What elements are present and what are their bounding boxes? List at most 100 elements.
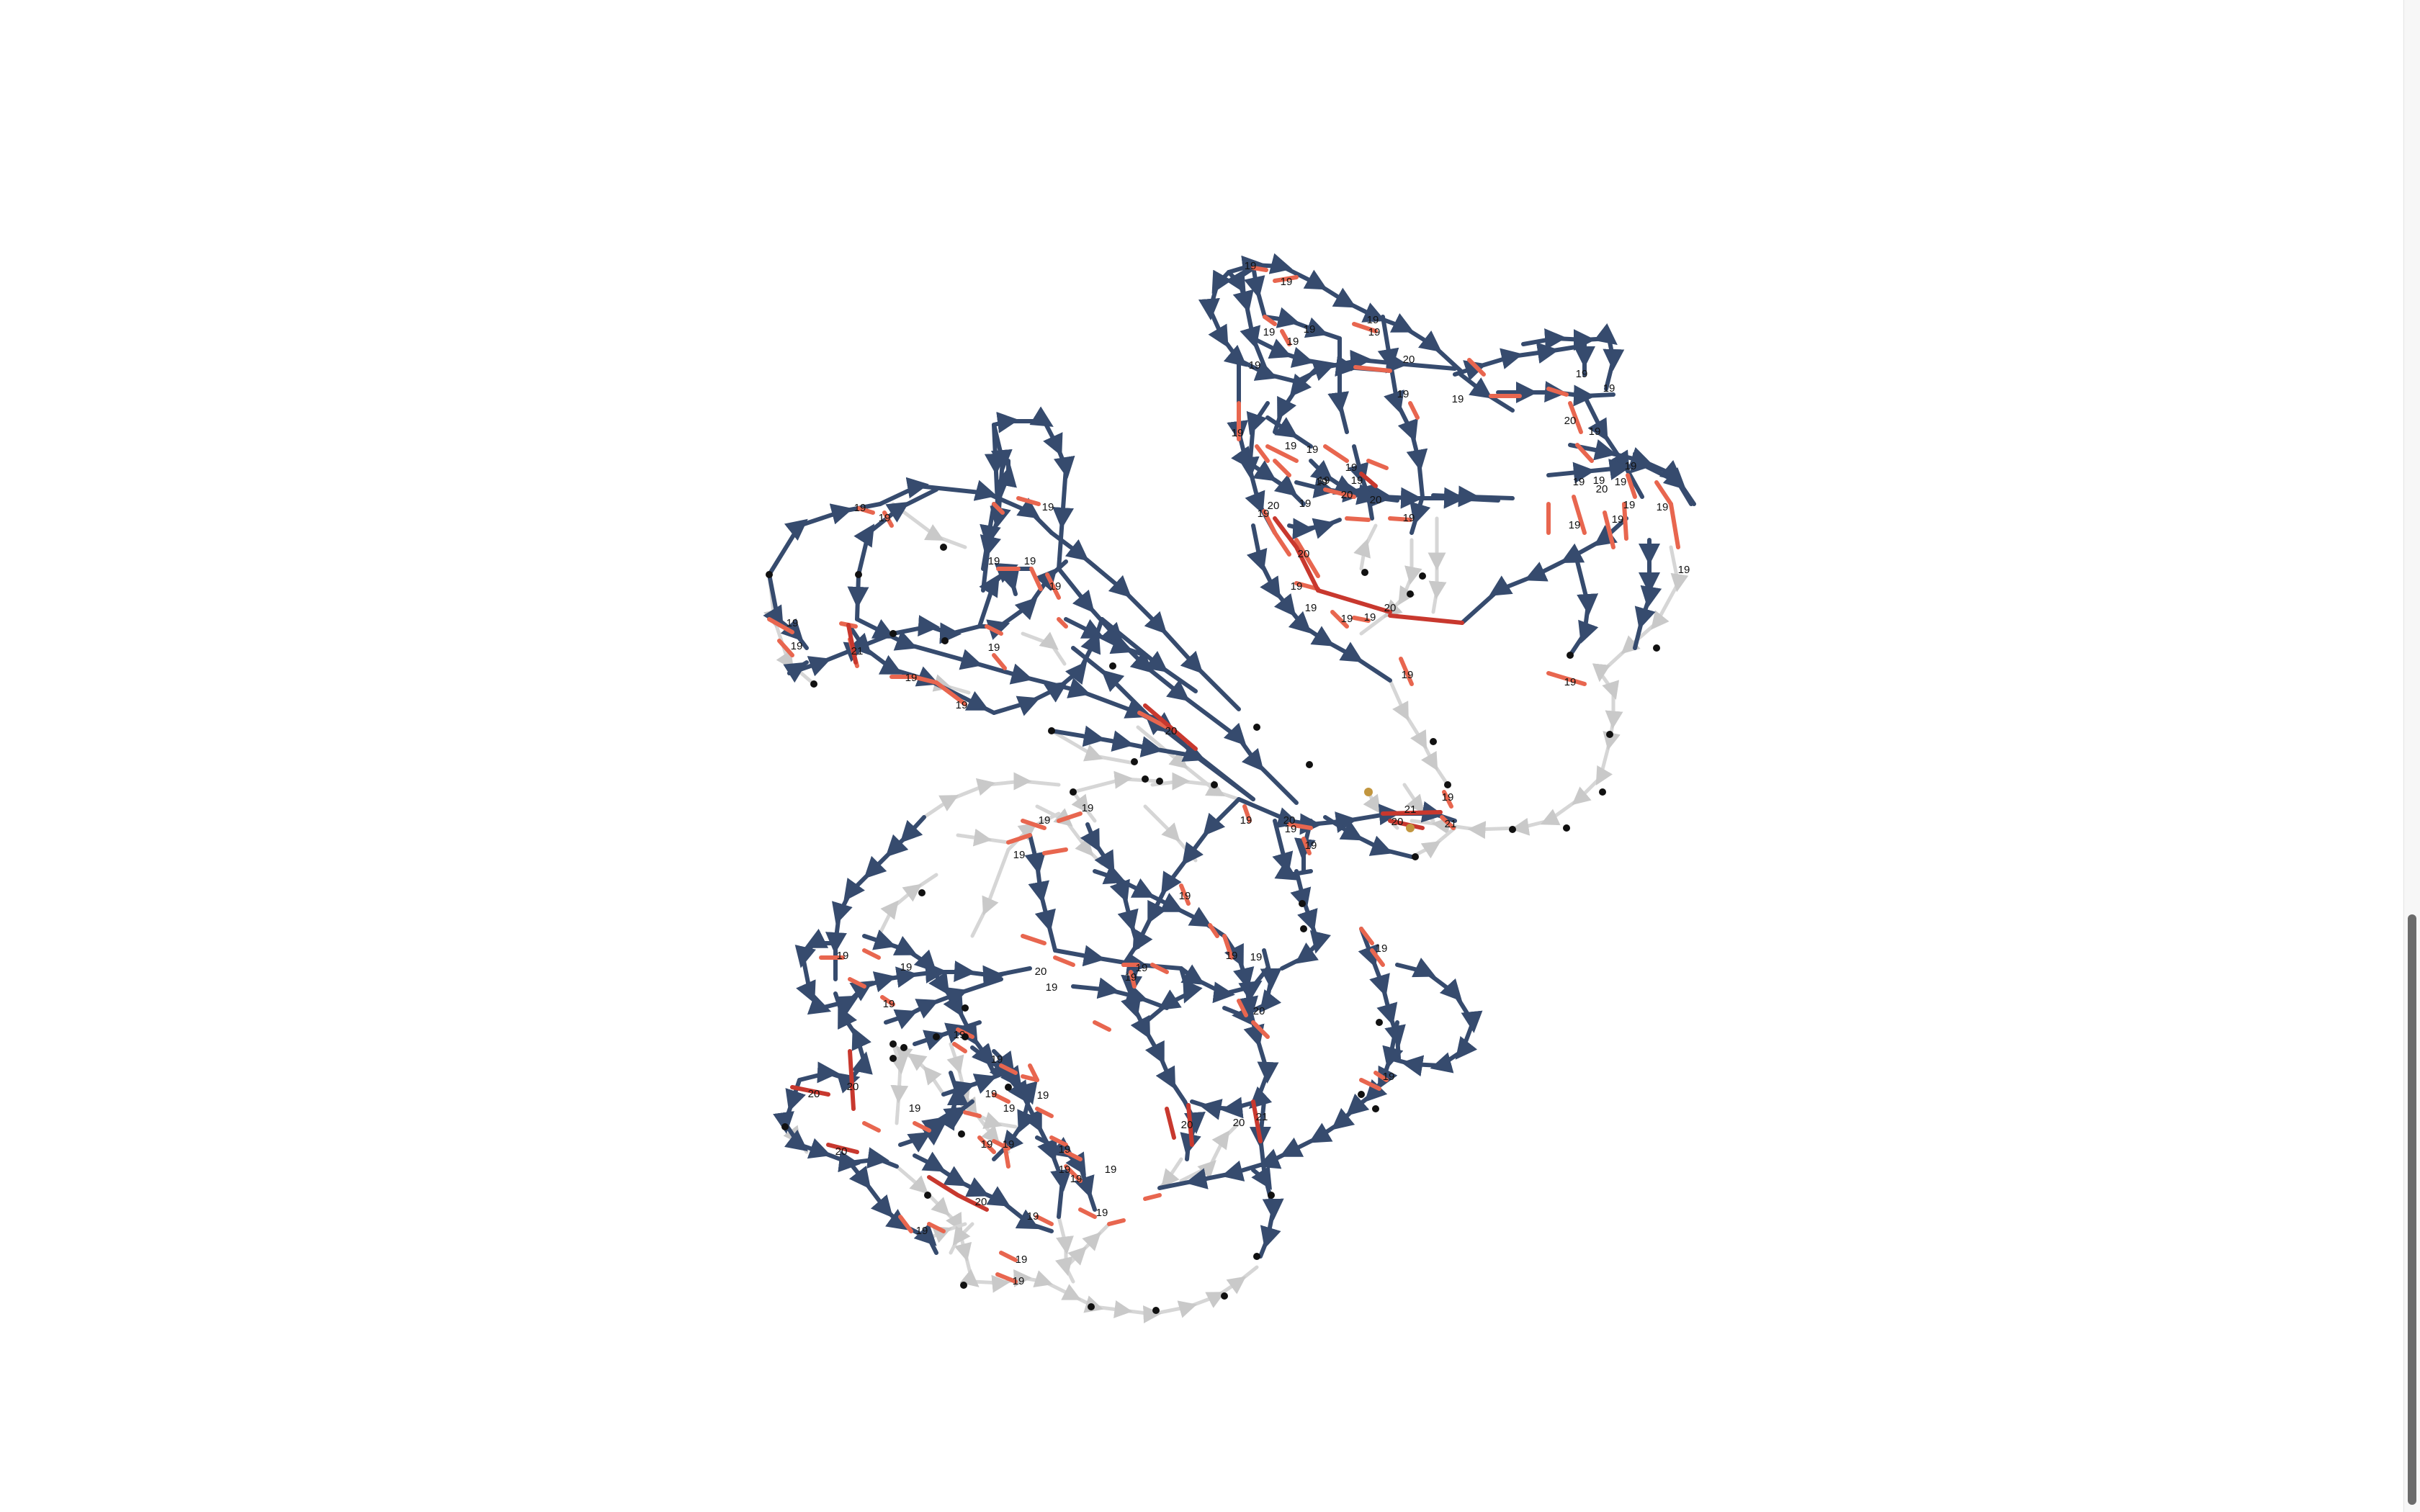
dark-edge	[1294, 819, 1316, 873]
graph-node	[1419, 572, 1426, 580]
graph-node	[941, 637, 949, 644]
graph-node	[1653, 644, 1660, 652]
highlighted-edge	[911, 675, 938, 685]
light-edges	[763, 502, 1689, 1323]
highlighted-edge	[1626, 473, 1637, 499]
dark-edge	[1263, 307, 1342, 341]
edge-weight-label: 19	[1678, 564, 1690, 576]
dark-edge	[1121, 963, 1187, 1104]
edge-weight-label: 19	[1249, 359, 1261, 372]
edge-weight-label: 19	[883, 998, 895, 1010]
edge-weight-label: 20	[1165, 725, 1178, 737]
highlighted-edge	[1208, 923, 1219, 938]
highlighted-edge	[1078, 1207, 1097, 1219]
dark-edge	[1458, 372, 1515, 413]
dark-edge	[1222, 948, 1282, 1026]
edge-weight-label: 19	[1037, 1089, 1049, 1102]
edge-weight-label: 19	[1612, 513, 1624, 526]
graph-node	[962, 1004, 969, 1012]
highlighted-edge	[1064, 1150, 1083, 1161]
edge-weight-label: 19	[1615, 476, 1627, 488]
edge-weight-label: 19	[1623, 499, 1636, 511]
edge-weight-label: 19	[1307, 444, 1319, 456]
highlighted-edge	[846, 623, 858, 665]
highlighted-edge	[1262, 509, 1277, 535]
edge-weight-label: 19	[1403, 512, 1415, 524]
highlighted-edge	[1251, 1020, 1270, 1039]
dark-edge	[1143, 966, 1203, 1025]
highlighted-edges	[767, 266, 1680, 1284]
edge-weight-label: 20	[1564, 415, 1577, 427]
edge-weight-label: 19	[1376, 942, 1388, 955]
highlighted-edge	[1654, 480, 1673, 506]
dark-edge	[913, 1020, 982, 1050]
highlighted-edge	[934, 680, 967, 706]
graph-node	[1599, 788, 1606, 796]
edge-weight-label: 19	[1351, 474, 1363, 487]
edge-weight-label: 20	[1268, 500, 1280, 512]
dark-edge	[970, 1043, 996, 1075]
graph-node	[1253, 724, 1260, 731]
edge-weight-label: 19	[1013, 1275, 1025, 1287]
edge-weight-label: 19	[1564, 676, 1577, 688]
edge-weight-label: 21	[1445, 818, 1457, 830]
vertical-scrollbar[interactable]	[2403, 0, 2420, 1512]
highlighted-edge	[927, 1175, 989, 1212]
edge-weight-label: 19	[1013, 849, 1026, 861]
edge-weight-label: 19	[1027, 1210, 1039, 1223]
edge-weight-label: 19	[1082, 802, 1094, 814]
graph-node	[960, 1282, 967, 1289]
edge-weight-label: 19	[916, 1225, 928, 1237]
edge-weight-label: 19	[1383, 1071, 1395, 1083]
edge-weight-label: 19	[1039, 814, 1051, 827]
dark-edge	[1358, 927, 1406, 1061]
highlighted-edge	[1330, 610, 1349, 629]
dark-edge	[1049, 531, 1241, 711]
highlighted-edge	[1273, 516, 1320, 593]
edge-weight-label: 19	[1341, 613, 1353, 625]
edge-weight-label: 19	[837, 950, 849, 962]
graph-node	[1567, 652, 1574, 659]
dark-edge	[884, 977, 1003, 1030]
graph-node	[810, 680, 817, 688]
edge-weight-label: 19	[1105, 1164, 1117, 1176]
edge-weight-label: 19	[1397, 388, 1410, 400]
highlighted-edge	[1265, 444, 1299, 463]
graph-node	[1156, 778, 1163, 785]
edge-weight-label: 20	[975, 1196, 987, 1208]
highlighted-edge	[1016, 496, 1041, 506]
highlighted-edge	[1273, 275, 1299, 283]
scrollbar-thumb[interactable]	[2408, 914, 2416, 1505]
edge-weight-label: 19	[1096, 1207, 1108, 1219]
graph-node	[924, 1192, 931, 1199]
graph-node	[940, 544, 947, 551]
dark-edge	[1280, 869, 1332, 971]
edge-weight-label: 19	[1136, 962, 1148, 974]
light-edge	[956, 828, 1010, 847]
edge-weight-label: 19	[1287, 336, 1299, 348]
graph-node	[1361, 569, 1368, 576]
edge-weight-label: 19	[1240, 814, 1252, 827]
highlighted-edge	[767, 617, 794, 634]
light-edge	[877, 873, 938, 938]
edge-weight-label: 19	[905, 672, 918, 684]
light-edge	[970, 847, 1010, 938]
edge-weight-label: 19	[1070, 1173, 1083, 1185]
edge-weight-label: 19	[1318, 474, 1330, 487]
dark-edge	[1225, 269, 1270, 377]
edge-weight-label: 20	[1298, 548, 1310, 560]
dark-edge	[913, 1151, 1054, 1233]
light-edge	[1064, 1222, 1111, 1269]
dark-edge	[1309, 459, 1399, 505]
edge-weight-label: 20	[1253, 1005, 1265, 1017]
graph-node	[855, 571, 862, 578]
highlighted-edge	[1440, 815, 1456, 830]
dark-edge	[992, 617, 1104, 716]
highlighted-edge	[1263, 315, 1277, 326]
highlighted-edge	[1353, 365, 1392, 373]
highlighted-edge	[1237, 999, 1248, 1017]
edge-weight-label: 19	[1125, 971, 1137, 984]
dark-edge	[1568, 559, 1599, 657]
